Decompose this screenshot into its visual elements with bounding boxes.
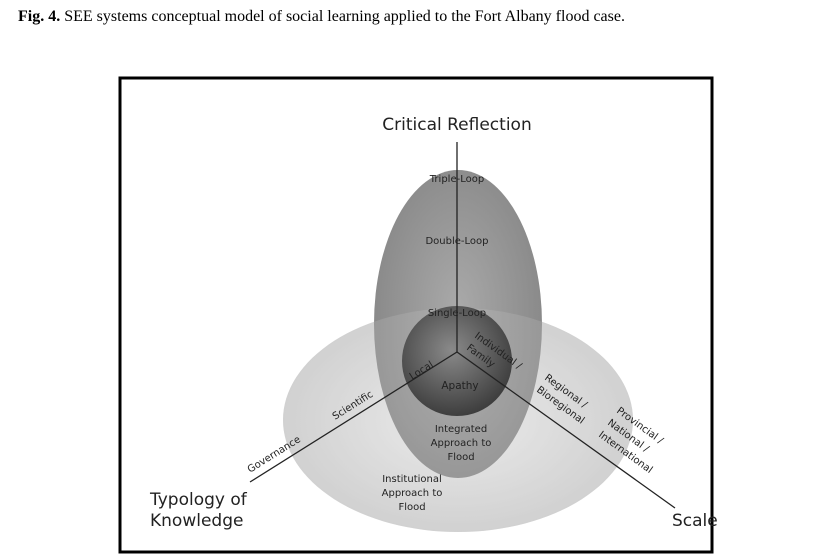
axis-label-typology-line2: Knowledge xyxy=(150,511,243,531)
axis-label-scale: Scale xyxy=(672,511,718,531)
label-integrated-1: Integrated xyxy=(435,424,487,435)
label-single-loop: Single-Loop xyxy=(428,308,486,319)
axis-label-critical-reflection: Critical Reflection xyxy=(382,115,531,135)
axis-label-typology-line1: Typology of xyxy=(149,490,248,510)
label-apathy: Apathy xyxy=(441,380,478,392)
label-institutional-2: Approach to xyxy=(382,488,443,499)
overlap-tint xyxy=(283,308,633,532)
apathy-circle xyxy=(402,306,512,416)
label-double-loop: Double-Loop xyxy=(425,236,488,247)
caption-text: SEE systems conceptual model of social l… xyxy=(60,8,625,25)
label-institutional-1: Institutional xyxy=(382,474,442,485)
knowledge-axis xyxy=(249,351,458,483)
label-triple-loop: Triple-Loop xyxy=(429,174,484,185)
label-integrated-2: Approach to xyxy=(431,438,492,449)
label-institutional-3: Flood xyxy=(398,502,425,513)
scale-axis xyxy=(456,351,676,509)
caption-label: Fig. 4. xyxy=(18,8,61,25)
figure-caption: Fig. 4. SEE systems conceptual model of … xyxy=(18,8,625,26)
label-integrated-3: Flood xyxy=(447,452,474,463)
